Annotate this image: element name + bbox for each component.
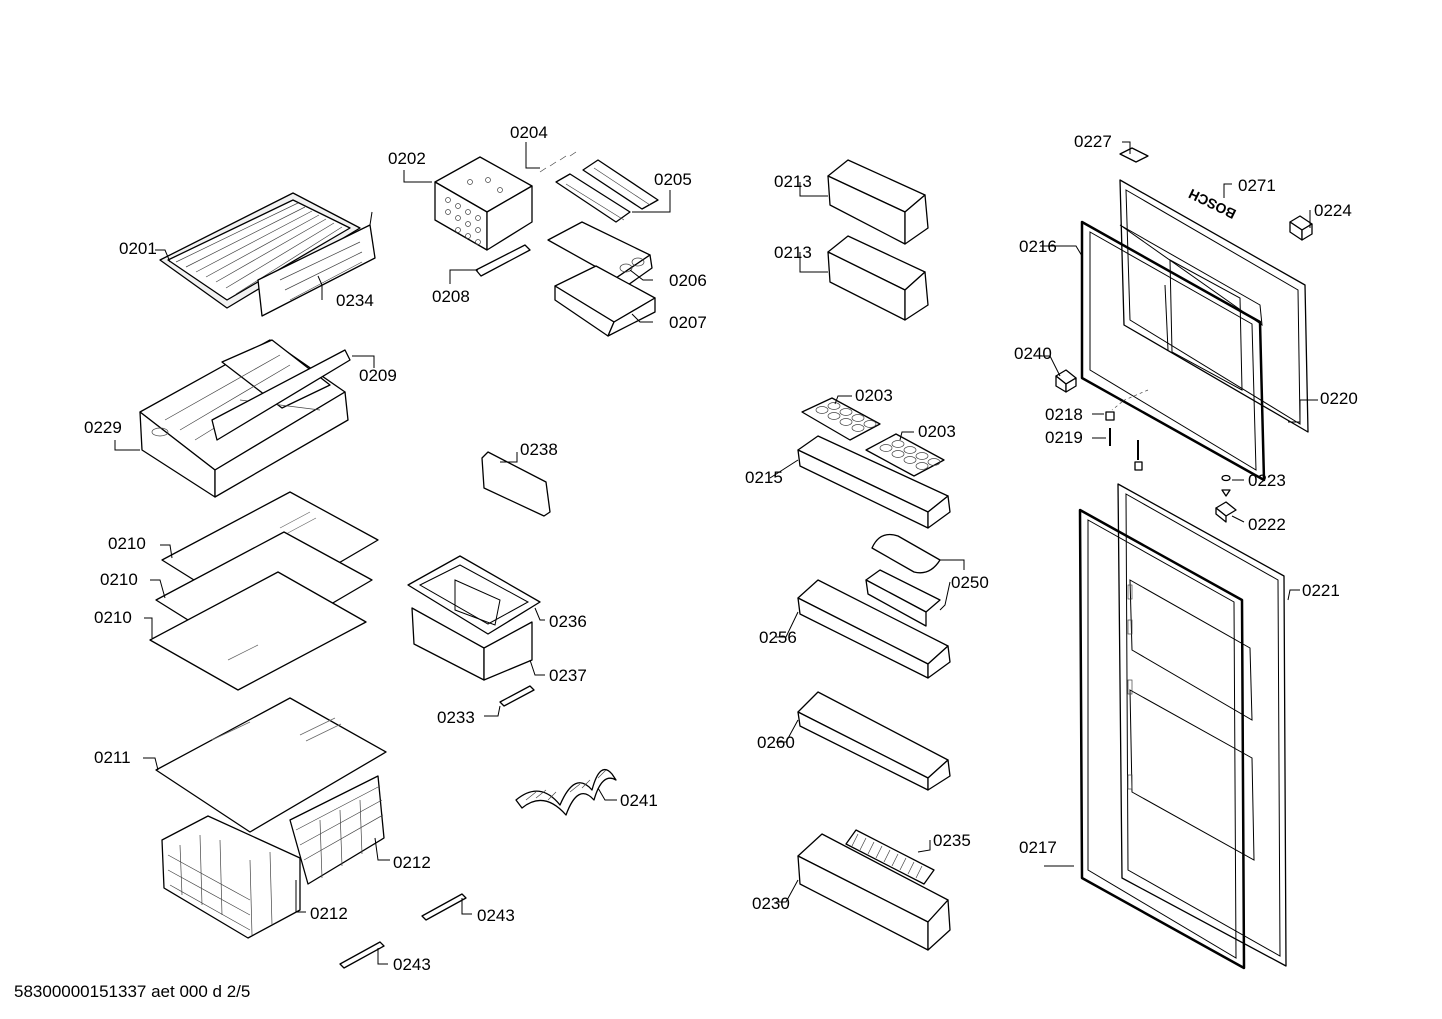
- label-0238: 0238: [520, 440, 558, 459]
- part-0215-balcony: [797, 435, 951, 529]
- footer-document-code: 58300000151337 aet 000 d 2/5: [14, 982, 250, 1001]
- part-labels: 0201 0202 0204 0205 0206 0207 0208 0234 …: [84, 123, 1358, 974]
- label-0224: 0224: [1314, 201, 1352, 220]
- label-0260: 0260: [757, 733, 795, 752]
- part-0207-tray: [554, 265, 656, 337]
- part-0210-shelf-3: [149, 571, 367, 691]
- part-0208-strip: [475, 244, 531, 277]
- part-0224-block: [1289, 215, 1313, 241]
- part-0205-ice-trays: [539, 151, 659, 223]
- label-0222: 0222: [1248, 515, 1286, 534]
- label-0217: 0217: [1019, 838, 1057, 857]
- part-0213-balcony-1: [827, 159, 929, 245]
- label-0240: 0240: [1014, 344, 1052, 363]
- part-0243-rod-2: [339, 941, 385, 969]
- part-0203-egg-tray-2: [865, 433, 945, 477]
- part-0223-washer: [1221, 474, 1231, 497]
- label-0210-a: 0210: [108, 534, 146, 553]
- part-0217-lower-gasket: [1078, 508, 1246, 970]
- part-0243-rod-1: [421, 893, 467, 921]
- part-0230-balcony: [797, 833, 951, 951]
- label-0203-b: 0203: [918, 422, 956, 441]
- label-0233: 0233: [437, 708, 475, 727]
- part-0213-balcony-2: [827, 235, 929, 321]
- label-0235: 0235: [933, 831, 971, 850]
- part-0209-cover: [211, 349, 351, 441]
- label-0237: 0237: [549, 666, 587, 685]
- part-0233-rod: [499, 685, 535, 707]
- part-0201-rack: [159, 192, 361, 309]
- part-0236-frame: [407, 555, 541, 635]
- label-0250: 0250: [951, 573, 989, 592]
- part-0203-egg-tray-1: [801, 397, 881, 441]
- label-0216: 0216: [1019, 237, 1057, 256]
- part-0260-balcony: [797, 691, 951, 791]
- part-0250-lid-and-box: [865, 533, 941, 627]
- part-0238-partition: [481, 451, 551, 517]
- label-0243-a: 0243: [477, 906, 515, 925]
- label-0209: 0209: [359, 366, 397, 385]
- leader-lines: [114, 141, 1318, 965]
- part-0271-upper-door: BOSCH: [1119, 179, 1309, 433]
- label-0207: 0207: [669, 313, 707, 332]
- part-0256-balcony: [797, 579, 951, 679]
- label-0206: 0206: [669, 271, 707, 290]
- part-0216-upper-gasket: [1080, 220, 1266, 482]
- label-0223: 0223: [1248, 471, 1286, 490]
- part-0237-box: [411, 579, 533, 681]
- part-0211-glass-cover: [155, 697, 387, 833]
- label-0221: 0221: [1302, 581, 1340, 600]
- label-0227: 0227: [1074, 132, 1112, 151]
- label-0203-a: 0203: [855, 386, 893, 405]
- label-0215: 0215: [745, 468, 783, 487]
- label-0202: 0202: [388, 149, 426, 168]
- label-0204: 0204: [510, 123, 548, 142]
- part-0218-bushing: [1105, 411, 1115, 421]
- part-0241-wave-rack: [515, 769, 617, 816]
- part-0235-bottle-holder: [845, 829, 935, 885]
- label-0205: 0205: [654, 170, 692, 189]
- label-0236: 0236: [549, 612, 587, 631]
- label-0219: 0219: [1045, 428, 1083, 447]
- label-0213-b: 0213: [774, 243, 812, 262]
- label-0210-b: 0210: [100, 570, 138, 589]
- label-0208: 0208: [432, 287, 470, 306]
- part-0219-pin: [1109, 428, 1143, 471]
- part-0234-flap: [257, 211, 376, 317]
- label-0210-c: 0210: [94, 608, 132, 627]
- label-0218: 0218: [1045, 405, 1083, 424]
- label-0234: 0234: [336, 291, 374, 310]
- label-0201: 0201: [119, 239, 157, 258]
- label-0243-b: 0243: [393, 955, 431, 974]
- label-0211: 0211: [94, 748, 131, 767]
- part-0240-hinge: [1055, 369, 1077, 393]
- label-0271: 0271: [1238, 176, 1276, 195]
- label-0220: 0220: [1320, 389, 1358, 408]
- label-0230: 0230: [752, 894, 790, 913]
- label-0212-a: 0212: [393, 853, 431, 872]
- label-0229: 0229: [84, 418, 122, 437]
- logo-bosch: BOSCH: [1186, 186, 1238, 223]
- label-0241: 0241: [620, 791, 658, 810]
- part-0202-ice-box: [434, 156, 533, 251]
- label-0256: 0256: [759, 628, 797, 647]
- part-0212-crisper-left: [161, 815, 301, 939]
- part-0227-block: [1119, 147, 1149, 163]
- label-0213-a: 0213: [774, 172, 812, 191]
- part-0212-crisper-right: [289, 775, 385, 885]
- label-0212-b: 0212: [310, 904, 348, 923]
- part-0222-hinge: [1215, 501, 1237, 523]
- part-0221-lower-door: [1117, 483, 1287, 967]
